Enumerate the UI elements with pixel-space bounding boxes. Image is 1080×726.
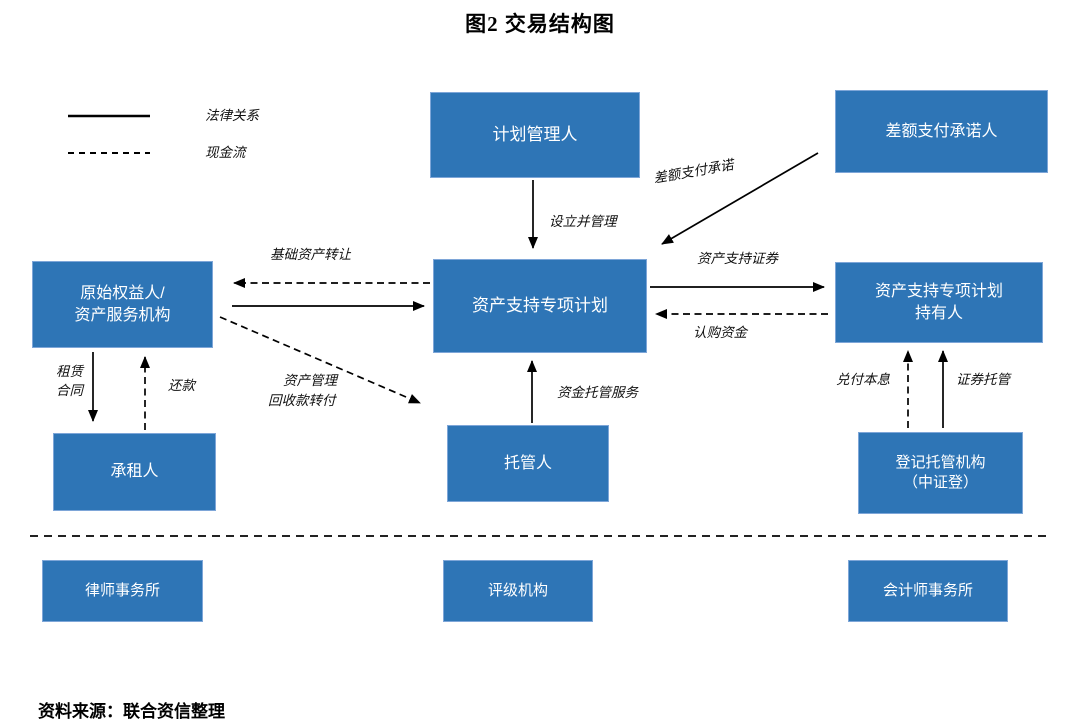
box-law-firm-label: 律师事务所	[84, 581, 160, 599]
box-spv: 资产支持专项计划	[433, 259, 647, 353]
box-holders-line2: 持有人	[914, 304, 963, 322]
box-spv-label: 资产支持专项计划	[472, 295, 608, 315]
label-lease-line1: 租赁	[56, 364, 83, 379]
box-holders: 资产支持专项计划 持有人	[835, 262, 1043, 343]
box-accounting-firm: 会计师事务所	[848, 560, 1008, 622]
box-lessee-label: 承租人	[110, 463, 159, 481]
box-custodian-label: 托管人	[503, 454, 552, 472]
label-securities-custody: 证券托管	[956, 372, 1010, 387]
box-rating-agency: 评级机构	[443, 560, 593, 622]
box-custodian: 托管人	[447, 425, 609, 502]
label-establish-manage: 设立并管理	[549, 214, 617, 229]
legend-label-legal: 法律关系	[205, 108, 259, 123]
box-originator-line2: 资产服务机构	[74, 306, 171, 324]
arrow-recovery-transfer	[219, 316, 421, 404]
label-recovery-line1: 资产管理	[283, 373, 337, 388]
label-repayment: 还款	[168, 378, 195, 393]
box-rating-agency-label: 评级机构	[487, 581, 548, 599]
box-registrar-line2: （中证登）	[902, 474, 978, 491]
box-diff-payment-promisor: 差额支付承诺人	[835, 90, 1048, 173]
box-holders-line1: 资产支持专项计划	[874, 282, 1003, 300]
label-subscription-funds: 认购资金	[693, 325, 747, 340]
arrow-diff-payment	[661, 152, 819, 245]
label-asset-transfer: 基础资产转让	[270, 247, 351, 262]
box-law-firm: 律师事务所	[42, 560, 203, 622]
box-plan-manager: 计划管理人	[430, 92, 640, 178]
label-abs-securities: 资产支持证券	[697, 251, 778, 266]
source-note: 资料来源：联合资信整理	[38, 702, 225, 721]
figure-title: 图2 交易结构图	[465, 12, 615, 36]
label-recovery-line2: 回收款转付	[268, 393, 336, 408]
box-originator-line1: 原始权益人/	[80, 284, 165, 302]
box-originator: 原始权益人/ 资产服务机构	[32, 261, 213, 348]
label-principal-interest: 兑付本息	[836, 372, 890, 387]
label-fund-custody: 资金托管服务	[557, 385, 638, 400]
box-registrar-line1: 登记托管机构	[895, 453, 986, 471]
box-accounting-firm-label: 会计师事务所	[882, 581, 973, 599]
box-diff-payment-promisor-label: 差额支付承诺人	[885, 122, 998, 140]
legend-label-cash: 现金流	[205, 145, 246, 160]
box-plan-manager-label: 计划管理人	[492, 124, 578, 144]
box-registrar: 登记托管机构 （中证登）	[858, 432, 1023, 514]
box-lessee: 承租人	[53, 433, 216, 511]
label-lease-line2: 合同	[56, 383, 83, 398]
